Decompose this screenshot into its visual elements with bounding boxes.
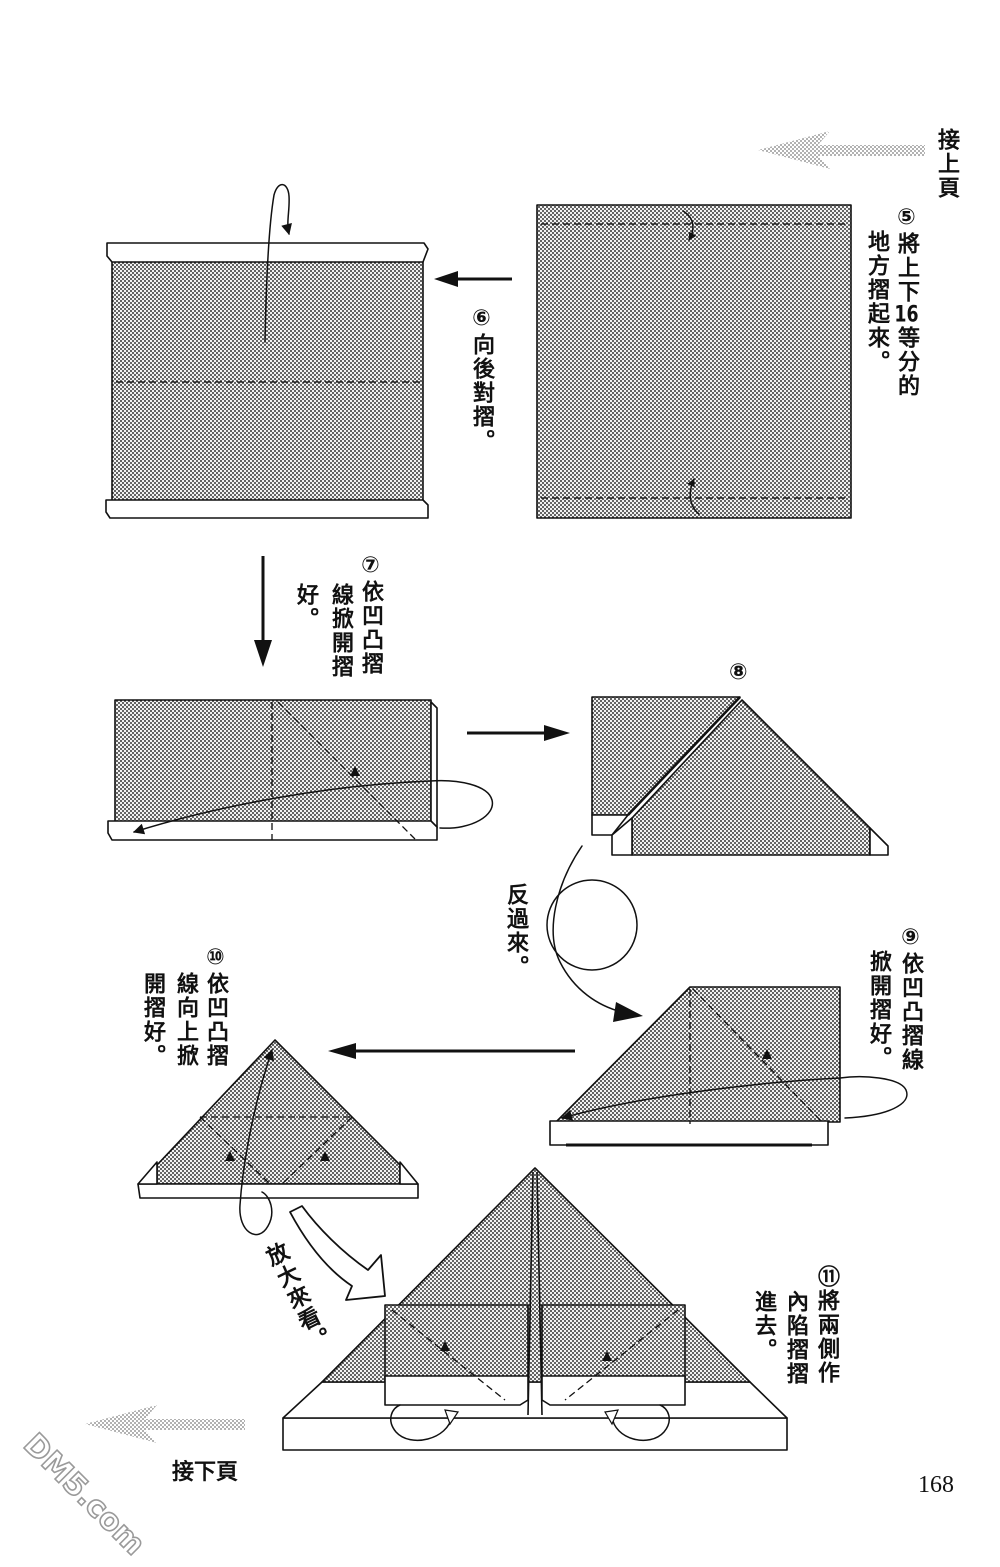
fold-marker-icon xyxy=(350,766,360,776)
center-edge-right xyxy=(536,1171,543,1416)
step-11-text-col-1: ⑪將兩側作 xyxy=(814,1265,839,1385)
step-6-diagram xyxy=(105,183,429,519)
right-edge xyxy=(430,701,438,829)
arrow-to-step-8 xyxy=(467,725,570,741)
continue-from-label: 接上頁 xyxy=(934,128,959,200)
push-in-arrow-right xyxy=(611,1404,670,1441)
push-in-arrow-left xyxy=(390,1404,453,1441)
fold-marker-left-icon xyxy=(440,1341,450,1351)
step-6-text: ⑥向後對摺。 xyxy=(469,306,494,453)
right-corner-tab xyxy=(869,827,889,856)
front-flap-edge xyxy=(627,696,741,816)
zoom-in-arrow-icon xyxy=(289,1205,386,1301)
open-fold-arrow xyxy=(560,1076,908,1121)
step-10-text-col-2: 線向上掀 xyxy=(173,972,198,1068)
inside-reverse-fold-line-right xyxy=(564,1309,679,1401)
page-number: 168 xyxy=(918,1472,954,1498)
inside-reverse-fold-line-left xyxy=(391,1309,506,1401)
fold-marker-right-icon xyxy=(602,1351,612,1361)
step-11-text-col-3: 進去。 xyxy=(751,1290,776,1362)
step-7-text-col-2: 線掀開摺 xyxy=(328,583,353,679)
step-9-diagram xyxy=(549,986,908,1147)
fold-marker-right-icon xyxy=(320,1151,330,1161)
front-flap xyxy=(631,699,871,856)
flip-over-symbol xyxy=(546,845,643,1022)
step-10-text-col-3: 開摺好。 xyxy=(140,972,165,1068)
paper-square xyxy=(536,204,852,519)
step-10-diagram xyxy=(137,1039,419,1236)
arrow-head-icon xyxy=(328,1043,356,1059)
step-11-diagram xyxy=(282,1167,788,1451)
valley-fold-line-right xyxy=(281,1116,353,1185)
fold-arrow-bottom xyxy=(687,478,700,515)
left-flap-pocket xyxy=(384,1375,529,1406)
continue-to-label: 接下頁 xyxy=(172,1460,239,1485)
valley-fold-line-left xyxy=(199,1116,271,1185)
left-corner-tab xyxy=(137,1161,158,1185)
step-9-text-col-2: 掀開摺好。 xyxy=(866,950,891,1070)
right-corner-tab xyxy=(399,1161,419,1185)
fold-behind-arrow xyxy=(264,183,292,343)
left-flap xyxy=(384,1304,529,1383)
arrow-head-icon xyxy=(254,640,272,667)
paper-body xyxy=(111,259,424,502)
flip-over-note: 反過來。 xyxy=(503,883,528,979)
open-fold-arrow xyxy=(132,779,494,835)
watermark-logo: DM5.com xyxy=(16,1427,152,1563)
right-flap xyxy=(541,1304,686,1383)
bottom-folded-edge xyxy=(105,499,429,519)
push-in-arrowhead-left-icon xyxy=(444,1409,460,1426)
paper-body xyxy=(114,699,432,823)
push-in-arrowhead-right-icon xyxy=(604,1409,619,1426)
step-7-text-col-3: 好。 xyxy=(293,583,318,631)
fold-marker-icon xyxy=(762,1049,772,1059)
flip-arrow-curve xyxy=(552,845,623,1013)
fold-marker-left-icon xyxy=(225,1151,235,1161)
bottom-strip xyxy=(137,1183,419,1199)
paper-body xyxy=(555,986,841,1123)
step-5-text-col-1: ⑤將上下16等分的 xyxy=(894,205,919,398)
combined-digits: 16 xyxy=(894,304,919,326)
arrow-to-step-10 xyxy=(328,1043,575,1059)
arrow-to-step-6 xyxy=(434,271,512,287)
flip-circle-icon xyxy=(546,879,638,971)
step-8-diagram xyxy=(591,696,889,856)
right-flap-pocket xyxy=(541,1375,686,1406)
step-7-text-col-1: ⑦依凹凸摺 xyxy=(358,553,383,676)
flip-arrowhead-icon xyxy=(613,1002,643,1022)
fold-arrow-top xyxy=(682,210,697,241)
lift-up-arrow xyxy=(239,1048,275,1236)
step-10-text-col-1: ⑩依凹凸摺 xyxy=(203,945,228,1068)
step-7-diagram xyxy=(107,699,494,841)
step-5-diagram xyxy=(536,204,852,519)
center-edge-left xyxy=(527,1171,534,1416)
continue-to-arrow-icon xyxy=(85,1405,245,1443)
step-5-text-col-2: 地方摺起來。 xyxy=(864,230,889,374)
step-11-text-col-2: 內陷摺摺 xyxy=(783,1290,808,1386)
arrow-head-icon xyxy=(434,271,458,287)
left-corner-tab xyxy=(611,817,633,856)
bottom-folded-edge xyxy=(549,1120,829,1146)
arrow-to-step-7 xyxy=(254,556,272,667)
bottom-folded-edge xyxy=(107,820,438,841)
arrow-head-icon xyxy=(544,725,570,741)
continue-from-arrow-icon xyxy=(758,131,925,169)
bottom-layer-band xyxy=(282,1381,788,1419)
step-9-text-col-1: ⑨依凹凸摺線 xyxy=(898,925,923,1072)
base-strip xyxy=(282,1417,788,1451)
valley-fold-line xyxy=(692,988,823,1123)
step-8-number: ⑧ xyxy=(729,660,748,685)
